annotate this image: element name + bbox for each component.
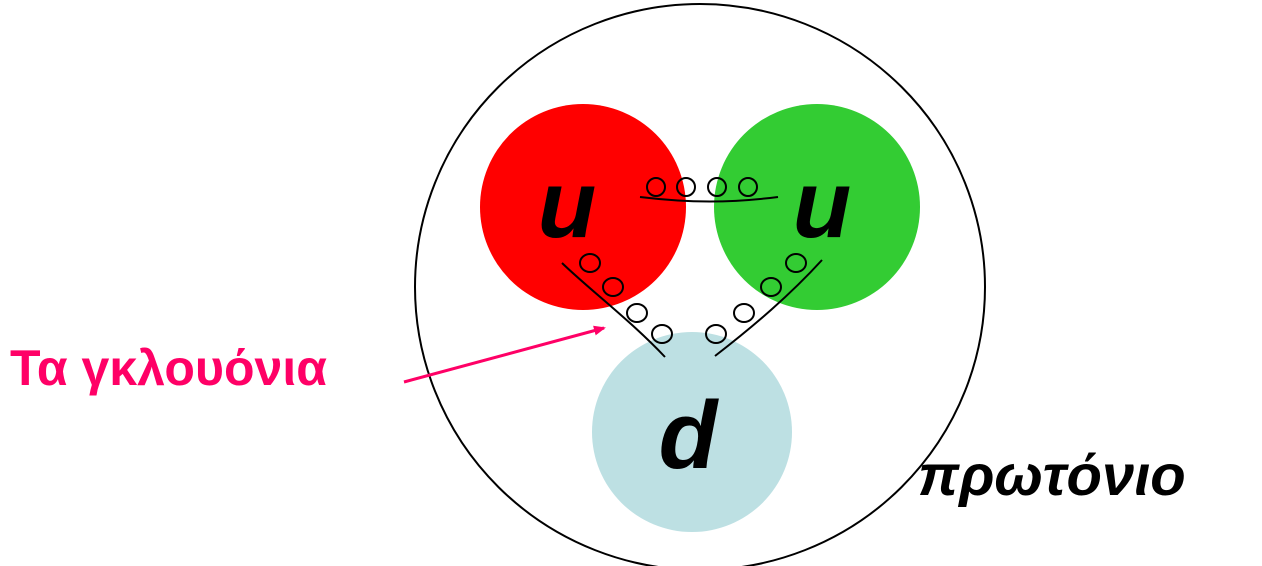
gluon-u-u-loops xyxy=(646,177,758,197)
quark-label-u2: u xyxy=(793,151,852,258)
quark-d-lightblue xyxy=(592,332,792,532)
quark-u-green xyxy=(714,104,920,310)
quark-label-u1: u xyxy=(538,151,597,258)
gluon-u-d-right-loops xyxy=(705,253,807,344)
proton-label: πρωτόνιο xyxy=(918,443,1186,508)
gluon-u-d-left xyxy=(561,262,666,358)
gluon-u-d-left-loops xyxy=(579,253,673,344)
gluon-u-d-right xyxy=(714,259,823,357)
gluon-u-u xyxy=(639,196,779,203)
gluon-label: Τα γκλουόνια xyxy=(10,340,327,396)
gluon-pointer-arrow xyxy=(403,325,606,384)
quark-u-red xyxy=(480,104,686,310)
quark-label-d: d xyxy=(659,382,720,489)
proton-boundary xyxy=(414,3,986,566)
